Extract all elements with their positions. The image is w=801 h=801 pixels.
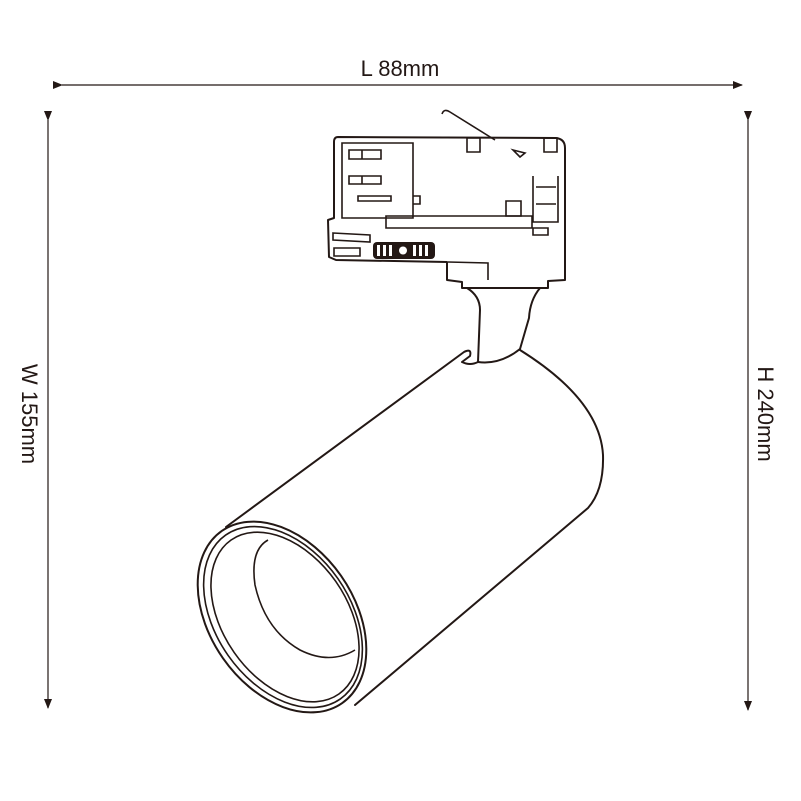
length-label: L 88mm xyxy=(361,56,440,81)
height-label: H 240mm xyxy=(753,366,778,461)
spotlight-body xyxy=(196,349,605,714)
track-adapter xyxy=(327,109,566,289)
width-label: W 155mm xyxy=(17,364,42,464)
mounting-stem xyxy=(466,287,541,364)
